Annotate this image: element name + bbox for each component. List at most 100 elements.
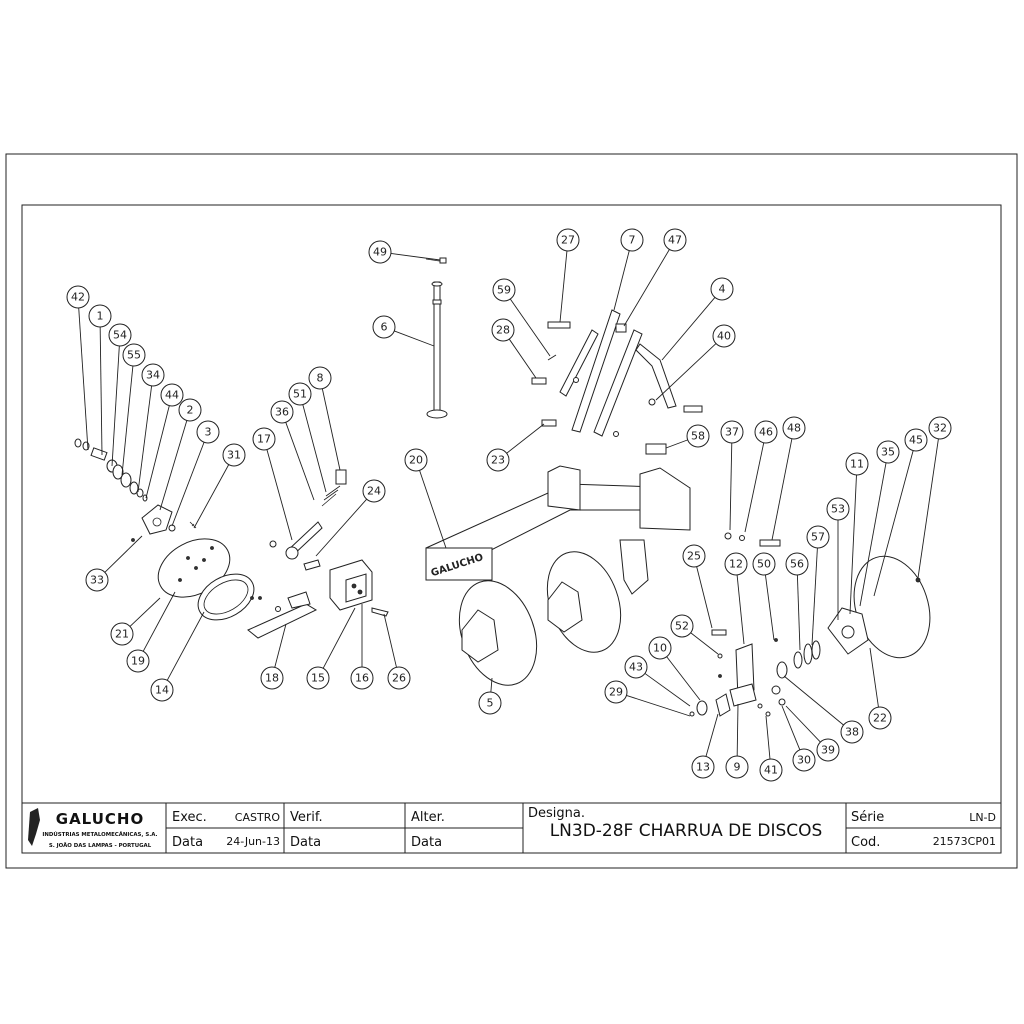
callout-label: 36 [275, 406, 289, 419]
callout-circle [928, 416, 952, 440]
callout-13: 13 [691, 755, 715, 779]
callout-56: 56 [785, 552, 809, 576]
callout-circle [491, 318, 515, 342]
callout-label: 18 [265, 672, 279, 685]
callout-leader [764, 574, 775, 641]
callout-leader [811, 547, 818, 646]
callout-47: 47 [663, 228, 687, 252]
callout-51: 51 [288, 382, 312, 406]
callout-label: 35 [881, 446, 895, 459]
callout-leader [661, 297, 716, 361]
callout-leader [78, 307, 89, 451]
callout-label: 17 [257, 433, 271, 446]
callout-39: 39 [816, 738, 840, 762]
callout-leader [559, 250, 568, 323]
callout-28: 28 [491, 318, 515, 342]
callout-label: 12 [729, 558, 743, 571]
callout-label: 59 [497, 284, 511, 297]
callout-33: 33 [85, 568, 109, 592]
callout-circle [141, 363, 165, 387]
callout-leader [111, 345, 120, 467]
callout-leader [655, 343, 717, 401]
callout-circle [724, 552, 748, 576]
callout-circle [66, 285, 90, 309]
callout-44: 44 [160, 383, 184, 407]
callout-label: 13 [696, 761, 710, 774]
callout-label: 11 [850, 458, 864, 471]
callout-leader [765, 715, 771, 760]
callout-40: 40 [712, 324, 736, 348]
callout-leader [626, 694, 691, 717]
callout-circle [122, 343, 146, 367]
callout-circle [556, 228, 580, 252]
logo-line2: S. JOÃO DAS LAMPAS - PORTUGAL [49, 842, 152, 849]
exec-label: Exec. [172, 810, 207, 825]
callout-leader [390, 253, 441, 261]
callout-circle [710, 277, 734, 301]
callout-circle [126, 649, 150, 673]
callout-leader [137, 385, 153, 493]
callout-circle [260, 666, 284, 690]
callout-leader [99, 326, 103, 456]
callout-leader [744, 442, 765, 533]
callout-19: 19 [126, 649, 150, 673]
callout-circle [754, 420, 778, 444]
callout-label: 28 [496, 324, 510, 337]
callout-label: 49 [373, 246, 387, 259]
callout-57: 57 [806, 525, 830, 549]
callout-label: 2 [187, 404, 194, 417]
title-block: GALUCHO INDÚSTRIAS METALOMECÂNICAS, S.A.… [21, 802, 1002, 854]
stand-6 [425, 257, 448, 419]
callout-circle [486, 448, 510, 472]
callout-circle [372, 315, 396, 339]
callout-43: 43 [624, 655, 648, 679]
callout-leader [129, 597, 161, 627]
callout-45: 45 [904, 428, 928, 452]
callout-circle [648, 636, 672, 660]
callout-leader [666, 656, 701, 701]
callout-circle [288, 382, 312, 406]
callout-circle [404, 448, 428, 472]
callout-label: 37 [725, 426, 739, 439]
callout-circle [308, 366, 332, 390]
logo-brand: GALUCHO [56, 810, 144, 828]
callout-30: 30 [792, 748, 816, 772]
callout-circle [792, 748, 816, 772]
callout-leader [419, 470, 447, 549]
callout-label: 21 [115, 628, 129, 641]
callout-leader [509, 298, 551, 357]
callout-circle [478, 691, 502, 715]
callout-35: 35 [876, 440, 900, 464]
callout-leader [696, 566, 713, 629]
callout-label: 45 [909, 434, 923, 447]
callout-leader [142, 591, 176, 652]
callout-5: 5 [478, 691, 502, 715]
callout-circle [720, 420, 744, 444]
callout-circle [222, 443, 246, 467]
callout-10: 10 [648, 636, 672, 660]
callout-leader [736, 574, 745, 645]
callout-label: 4 [719, 283, 726, 296]
exec-value: CASTRO [235, 811, 281, 824]
callout-circle [88, 304, 112, 328]
callout-label: 53 [831, 503, 845, 516]
callout-label: 58 [691, 430, 705, 443]
callout-leader [266, 449, 293, 541]
callout-label: 22 [873, 712, 887, 725]
callout-label: 23 [491, 454, 505, 467]
callout-label: 25 [687, 550, 701, 563]
main-frame-20: GALUCHO [425, 465, 691, 686]
callout-label: 15 [311, 672, 325, 685]
callout-label: 38 [845, 726, 859, 739]
right-disc-22 [724, 532, 931, 717]
bracket-12 [689, 629, 778, 717]
callout-29: 29 [604, 680, 628, 704]
callout-circle [816, 738, 840, 762]
callout-leader [394, 330, 435, 347]
callout-3: 3 [196, 420, 220, 444]
callout-38: 38 [840, 720, 864, 744]
callout-leader [665, 439, 688, 449]
callout-label: 57 [811, 531, 825, 544]
callout-label: 14 [155, 684, 169, 697]
